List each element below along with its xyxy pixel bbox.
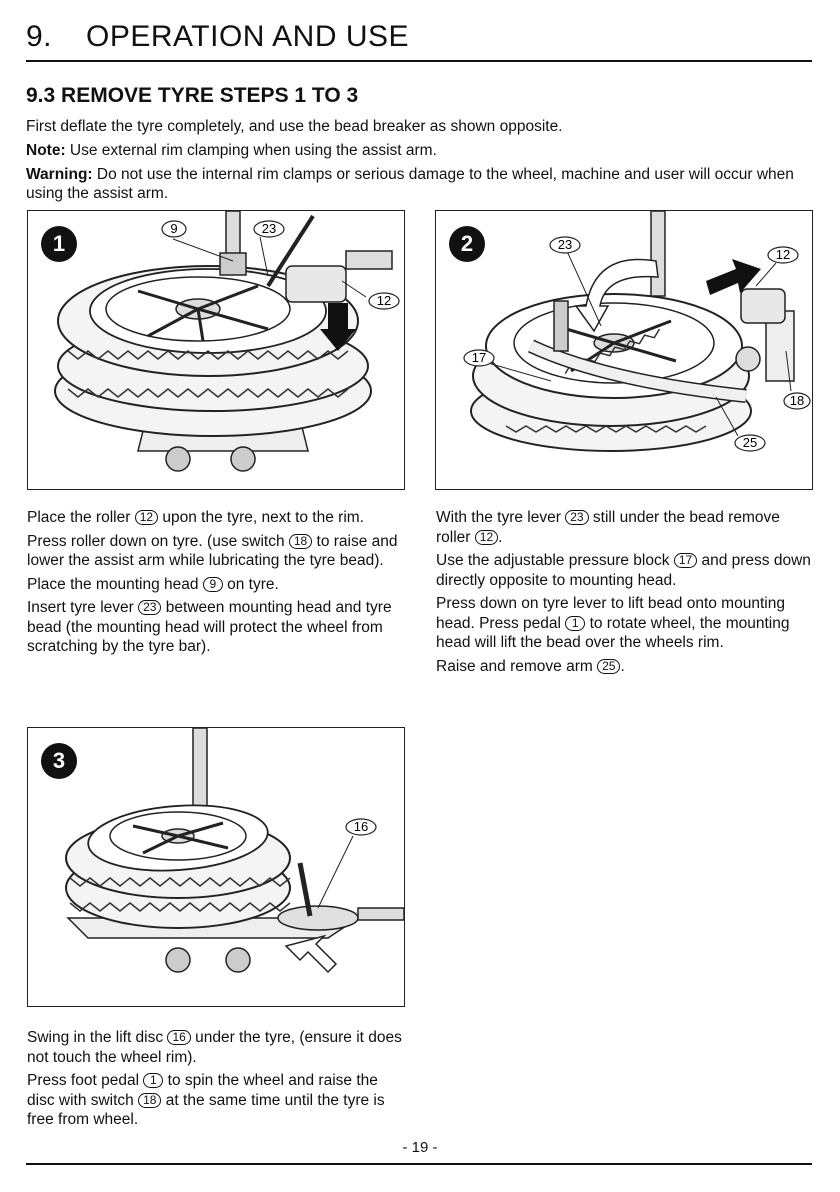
step1-badge: 1 bbox=[41, 226, 77, 262]
chapter-number: 9. bbox=[26, 20, 53, 53]
text-span: at the same time until the tyre is free … bbox=[27, 1091, 385, 1129]
chapter-title: OPERATION AND USE bbox=[86, 20, 410, 53]
text-span: still under the bead remove roller bbox=[436, 509, 780, 546]
text-span: Use the adjustable pressure block bbox=[436, 552, 674, 569]
text-span: Press roller down on tyre. (use switch bbox=[27, 532, 289, 550]
note-label: Note: bbox=[26, 142, 66, 159]
text-span: to spin the wheel and raise the disc wit… bbox=[27, 1072, 378, 1109]
header-divider bbox=[26, 60, 812, 62]
intro-line: First deflate the tyre completely, and u… bbox=[26, 118, 563, 135]
text-span: under the tyre, (ensure it does not touc… bbox=[27, 1029, 402, 1066]
step2-illustration: 2 23 12 17 18 25 bbox=[435, 210, 813, 490]
text-span: and press down directly opposite to moun… bbox=[436, 552, 811, 589]
step3-instructions: Swing in the lift disc 16 under the tyre… bbox=[27, 1028, 407, 1134]
ref-18: 18 bbox=[138, 1092, 162, 1108]
text-span: Press down on tyre lever to lift bead on… bbox=[436, 595, 785, 632]
step3-callout-16: 16 bbox=[354, 819, 368, 834]
note-paragraph: Note: Use external rim clamping when usi… bbox=[26, 141, 812, 160]
text-span: to rotate wheel, the mounting head will … bbox=[436, 614, 790, 652]
text-span: between mounting head and tyre bead (the… bbox=[27, 599, 392, 655]
warning-text: Do not use the internal rim clamps or se… bbox=[26, 166, 794, 202]
text-span: Swing in the lift disc bbox=[27, 1029, 168, 1046]
step1-drawing: 9 23 12 bbox=[54, 211, 400, 472]
text-span: to raise and lower the assist arm while … bbox=[27, 532, 398, 570]
text-span: Place the roller bbox=[27, 509, 135, 526]
ref-17: 17 bbox=[673, 553, 698, 568]
step1-callout-9: 9 bbox=[170, 221, 177, 236]
ref-12: 12 bbox=[134, 510, 159, 525]
section-title: 9.3 REMOVE TYRE STEPS 1 TO 3 bbox=[26, 84, 359, 107]
text-span: . bbox=[498, 528, 503, 546]
step2-instructions: With the tyre lever 23 still under the b… bbox=[436, 508, 812, 680]
step2-callout-12: 12 bbox=[776, 247, 790, 262]
step2-badge: 2 bbox=[449, 226, 485, 262]
ref-25: 25 bbox=[597, 658, 621, 674]
ref-23: 23 bbox=[565, 510, 589, 525]
step2-callout-23: 23 bbox=[558, 237, 572, 252]
ref-23: 23 bbox=[138, 600, 162, 615]
text-span: on tyre. bbox=[222, 575, 279, 593]
ref-16: 16 bbox=[167, 1030, 191, 1045]
text-span: With the tyre lever bbox=[436, 509, 566, 526]
text-span: Insert tyre lever bbox=[27, 599, 139, 616]
step2-drawing: 23 12 17 18 25 bbox=[463, 211, 811, 452]
text-span: upon the tyre, next to the rim. bbox=[158, 509, 364, 526]
step3-drawing: 16 bbox=[65, 728, 404, 974]
step1-callout-23: 23 bbox=[262, 221, 276, 236]
ref-1: 1 bbox=[143, 1073, 164, 1088]
step1-instructions: Place the roller 12 upon the tyre, next … bbox=[27, 508, 407, 661]
text-span: Place the mounting head bbox=[27, 575, 203, 593]
ref-12: 12 bbox=[474, 529, 499, 545]
step3-illustration: 3 16 bbox=[27, 727, 405, 1007]
step2-callout-17: 17 bbox=[472, 350, 486, 365]
ref-1: 1 bbox=[565, 615, 586, 631]
step2-callout-25: 25 bbox=[743, 435, 757, 450]
text-span: Raise and remove arm bbox=[436, 657, 598, 675]
step3-badge: 3 bbox=[41, 743, 77, 779]
chapter-heading: 9. OPERATION AND USE bbox=[26, 20, 409, 54]
text-span: . bbox=[620, 657, 625, 675]
step1-callout-12: 12 bbox=[377, 293, 391, 308]
ref-9: 9 bbox=[202, 576, 223, 592]
warning-label: Warning: bbox=[26, 166, 93, 183]
warning-paragraph: Warning: Do not use the internal rim cla… bbox=[26, 165, 812, 203]
step1-illustration: 1 9 23 12 bbox=[27, 210, 405, 490]
footer-divider bbox=[26, 1163, 812, 1165]
ref-18: 18 bbox=[288, 533, 313, 549]
text-span: Press foot pedal bbox=[27, 1072, 144, 1089]
page-number: - 19 - bbox=[402, 1139, 438, 1156]
step2-callout-18: 18 bbox=[790, 393, 804, 408]
note-text: Use external rim clamping when using the… bbox=[65, 142, 437, 159]
